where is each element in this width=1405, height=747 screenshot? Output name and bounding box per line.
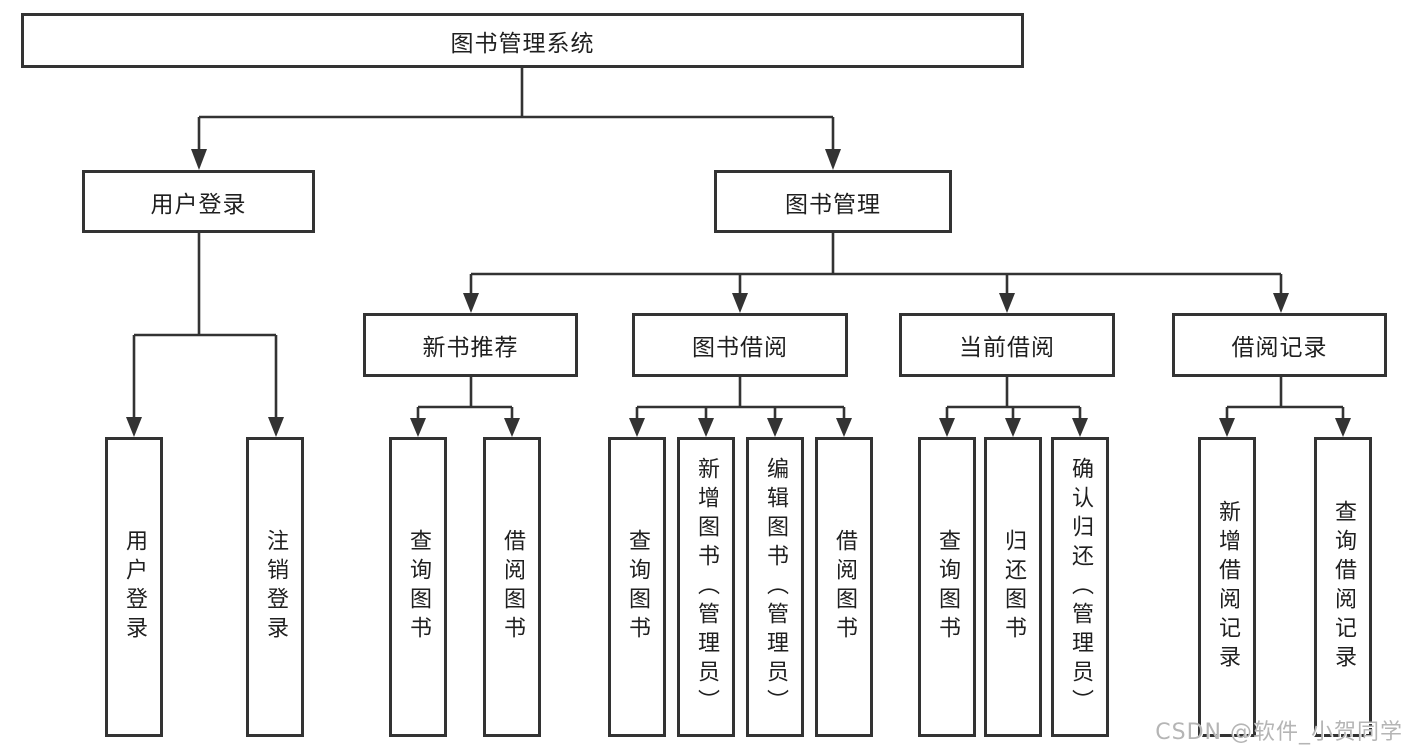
leaf-logout: 注销登录 <box>246 437 304 737</box>
node-book-management-branch: 图书管理 <box>714 170 952 233</box>
leaf-query-books-borrowing: 查询图书 <box>608 437 666 737</box>
leaf-query-books-current: 查询图书 <box>918 437 976 737</box>
leaf-label: 查询图书 <box>406 529 431 645</box>
leaf-confirm-return-admin: 确认归还（管理员） <box>1051 437 1109 737</box>
leaf-add-borrow-record: 新增借阅记录 <box>1198 437 1256 737</box>
leaf-label: 新增图书（管理员） <box>694 456 719 718</box>
leaf-label: 编辑图书（管理员） <box>763 456 788 718</box>
leaf-add-books-admin: 新增图书（管理员） <box>677 437 735 737</box>
csdn-watermark: CSDN @软件_小贺同学 <box>1155 720 1403 745</box>
leaf-edit-books-admin: 编辑图书（管理员） <box>746 437 804 737</box>
leaf-label: 注销登录 <box>263 529 288 645</box>
leaf-label: 新增借阅记录 <box>1215 500 1240 674</box>
leaf-user-login: 用户登录 <box>105 437 163 737</box>
node-current-borrowing: 当前借阅 <box>899 313 1115 377</box>
leaf-return-books: 归还图书 <box>984 437 1042 737</box>
leaf-label: 借阅图书 <box>832 529 857 645</box>
leaf-label: 用户登录 <box>122 529 147 645</box>
node-book-borrowing: 图书借阅 <box>632 313 848 377</box>
node-new-book-recommend: 新书推荐 <box>363 313 578 377</box>
leaf-label: 查询图书 <box>625 529 650 645</box>
node-borrowing-records: 借阅记录 <box>1172 313 1387 377</box>
leaf-label: 归还图书 <box>1001 529 1026 645</box>
leaf-query-books-newbook: 查询图书 <box>389 437 447 737</box>
leaf-label: 借阅图书 <box>500 529 525 645</box>
leaf-label: 查询借阅记录 <box>1331 500 1356 674</box>
leaf-query-borrow-record: 查询借阅记录 <box>1314 437 1372 737</box>
leaf-label: 确认归还（管理员） <box>1068 456 1093 718</box>
node-library-management-system: 图书管理系统 <box>21 13 1024 68</box>
leaf-borrow-books-newbook: 借阅图书 <box>483 437 541 737</box>
leaf-label: 查询图书 <box>935 529 960 645</box>
leaf-borrow-books-borrowing: 借阅图书 <box>815 437 873 737</box>
node-user-login-branch: 用户登录 <box>82 170 315 233</box>
